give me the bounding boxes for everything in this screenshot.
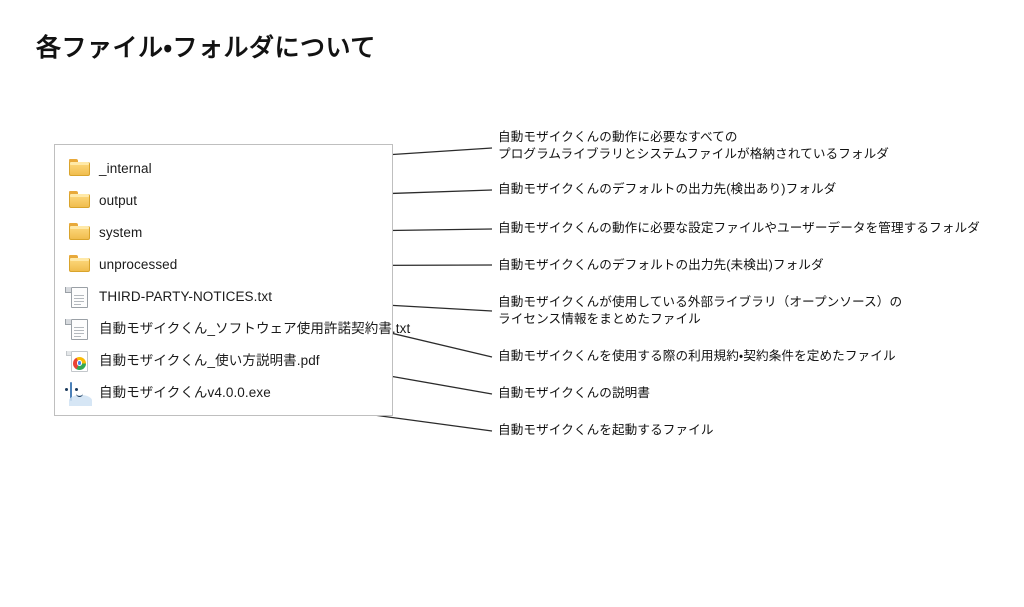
page-title: 各ファイル・フォルダについて (36, 34, 376, 62)
folder-icon (69, 158, 90, 180)
annotation-manual: 自動モザイクくんの説明書 (498, 385, 650, 402)
annotation-line: 自動モザイクくんの動作に必要なすべての (498, 130, 738, 144)
file-name: 自動モザイクくん_使い方説明書.pdf (99, 353, 320, 369)
annotation-line: 自動モザイクくんのデフォルトの出力先(検出あり)フォルダ (498, 182, 837, 196)
file-name: _internal (99, 161, 152, 177)
annotation-system: 自動モザイクくんの動作に必要な設定ファイルやユーザーデータを管理するフォルダ (498, 220, 980, 237)
folder-icon (69, 190, 90, 212)
file-list-panel: _internal output system unprocessed THIR… (54, 144, 410, 416)
list-item[interactable]: output (69, 189, 137, 213)
list-item[interactable]: _internal (69, 157, 152, 181)
annotation-line: 自動モザイクくんのデフォルトの出力先(未検出)フォルダ (498, 258, 824, 272)
text-file-icon (65, 286, 90, 308)
list-item[interactable]: 自動モザイクくん_ソフトウェア使用許諾契約書.txt (65, 317, 411, 341)
annotation-third-party-notices: 自動モザイクくんが使用している外部ライブラリ（オープンソース）の ライセンス情報… (498, 294, 902, 328)
annotation-internal: 自動モザイクくんの動作に必要なすべての プログラムライブラリとシステムファイルが… (498, 129, 889, 163)
file-name: 自動モザイクくん_ソフトウェア使用許諾契約書.txt (99, 321, 411, 337)
annotation-output: 自動モザイクくんのデフォルトの出力先(検出あり)フォルダ (498, 181, 836, 198)
text-file-icon (65, 318, 90, 340)
list-item[interactable]: 自動モザイクくんv4.0.0.exe (64, 381, 271, 406)
folder-icon (69, 254, 90, 276)
folder-icon (69, 222, 90, 244)
annotation-line: 自動モザイクくんの説明書 (498, 386, 651, 400)
list-item[interactable]: system (69, 221, 142, 245)
annotation-line: 自動モザイクくんの動作に必要な設定ファイルやユーザーデータを管理するフォルダ (498, 221, 980, 235)
annotation-unprocessed: 自動モザイクくんのデフォルトの出力先(未検出)フォルダ (498, 257, 824, 274)
application-icon (64, 381, 92, 406)
list-item[interactable]: 自動モザイクくん_使い方説明書.pdf (66, 349, 320, 373)
list-item[interactable]: THIRD-PARTY-NOTICES.txt (65, 285, 273, 309)
file-name: 自動モザイクくんv4.0.0.exe (99, 385, 271, 401)
annotation-line: 自動モザイクくんを起動するファイル (498, 423, 714, 437)
annotation-line: ライセンス情報をまとめたファイル (498, 312, 701, 326)
annotation-executable: 自動モザイクくんを起動するファイル (498, 422, 714, 439)
file-name: output (99, 193, 138, 209)
annotation-line: 自動モザイクくんが使用している外部ライブラリ（オープンソース）の (498, 295, 903, 309)
file-name: THIRD-PARTY-NOTICES.txt (99, 289, 273, 305)
file-name: unprocessed (99, 257, 178, 273)
pdf-chrome-icon (66, 350, 90, 372)
annotation-line: 自動モザイクくんを使用する際の利用規約・契約条件を定めたファイル (498, 349, 896, 363)
list-item[interactable]: unprocessed (69, 253, 177, 277)
annotation-license-agreement: 自動モザイクくんを使用する際の利用規約・契約条件を定めたファイル (498, 348, 896, 365)
file-name: system (99, 225, 143, 241)
annotation-line: プログラムライブラリとシステムファイルが格納されているフォルダ (498, 147, 889, 161)
